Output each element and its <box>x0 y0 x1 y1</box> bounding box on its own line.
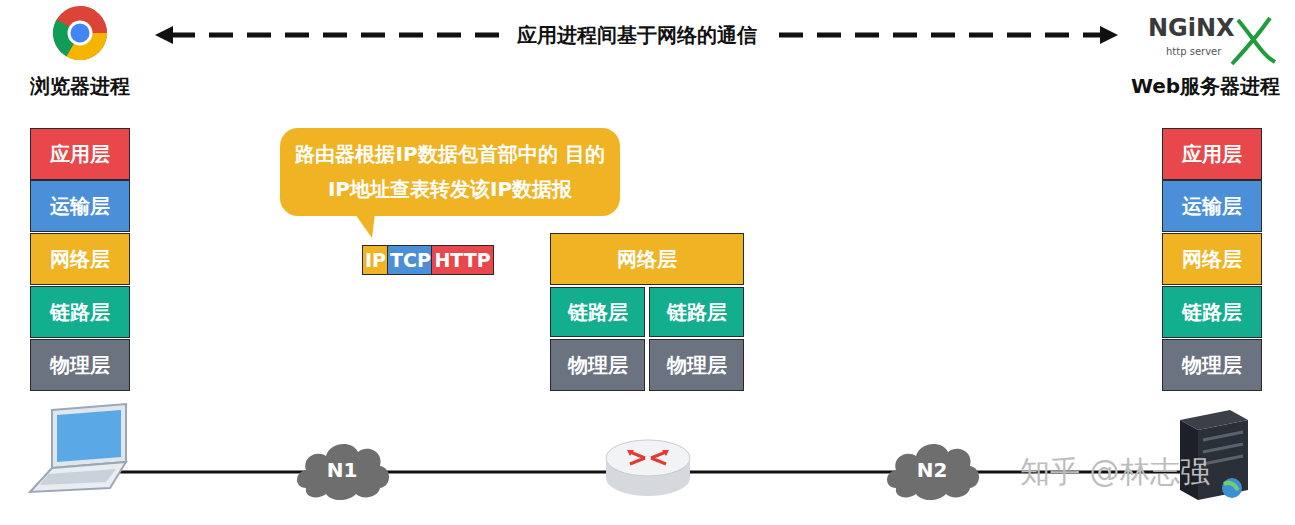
node-text: 物理层 <box>568 352 628 379</box>
network-cloud: N2 <box>882 436 982 504</box>
layer-box: 网络层 <box>30 233 130 285</box>
node-text: 应用层 <box>50 141 110 168</box>
layer-box: 物理层 <box>1162 339 1262 391</box>
watermark: 知乎 @林志强 <box>1020 452 1210 493</box>
layer-box: 链路层 <box>649 287 744 337</box>
layer-box: 链路层 <box>550 287 645 337</box>
node-text: N1 <box>327 458 358 482</box>
chrome-icon <box>53 6 107 60</box>
nginx-logo-mark <box>1232 18 1275 64</box>
node-text: 路由器根据IP数据包首部中的 目的IP地址查表转发该IP数据报 <box>292 137 608 207</box>
laptop-icon <box>30 404 126 492</box>
node-text: 物理层 <box>667 352 727 379</box>
node-text: TCP <box>390 249 431 271</box>
layer-box: 应用层 <box>1162 128 1262 180</box>
node-text: 运输层 <box>1182 193 1242 220</box>
edge-label: 应用进程间基于网络的通信 <box>507 22 767 49</box>
node-text: 链路层 <box>1182 299 1242 326</box>
process-label: 浏览器进程 <box>5 5 155 100</box>
node-text: 链路层 <box>568 299 628 326</box>
layer-box: 运输层 <box>30 180 130 232</box>
node-text: 应用层 <box>1182 141 1242 168</box>
layer-box: 应用层 <box>30 128 130 180</box>
layer-box: 物理层 <box>550 339 645 391</box>
node-text: 链路层 <box>667 299 727 326</box>
layer-box: 运输层 <box>1162 180 1262 232</box>
node-text: HTTP <box>434 249 490 271</box>
packet-header: TCP <box>387 245 434 275</box>
node-text: 物理层 <box>1182 352 1242 379</box>
layer-box: 物理层 <box>30 339 130 391</box>
layer-box: 物理层 <box>649 339 744 391</box>
node-text: 网络层 <box>50 246 110 273</box>
layer-box: 链路层 <box>1162 286 1262 338</box>
logo-subtext: http server <box>1166 46 1221 57</box>
layer-box: 网络层 <box>1162 233 1262 285</box>
node-text: IP <box>365 249 386 271</box>
node-text: Web服务器进程 <box>1131 73 1280 100</box>
logo-text: NGiNX <box>1148 14 1235 42</box>
packet-payload: HTTP <box>431 245 494 275</box>
packet-header: IP <box>362 245 389 275</box>
node-text: 网络层 <box>1182 246 1242 273</box>
callout-pointer <box>355 214 375 238</box>
node-text: 物理层 <box>50 352 110 379</box>
node-text: 浏览器进程 <box>30 73 130 100</box>
layer-box: 链路层 <box>30 286 130 338</box>
router-icon <box>606 440 690 496</box>
node-text: 网络层 <box>617 246 677 273</box>
network-cloud: N1 <box>292 436 392 504</box>
node-text: 链路层 <box>50 299 110 326</box>
node-text: N2 <box>917 458 948 482</box>
layer-box: 网络层 <box>550 233 744 285</box>
callout-bubble: 路由器根据IP数据包首部中的 目的IP地址查表转发该IP数据报 <box>280 128 620 216</box>
node-text: 运输层 <box>50 193 110 220</box>
